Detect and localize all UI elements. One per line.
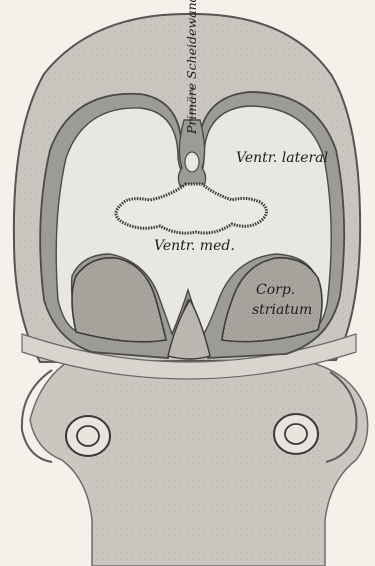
label-corpus-striatum-line1: Corp.: [256, 282, 295, 298]
label-median-ventricle: Ventr. med.: [154, 238, 235, 254]
left-vesicle: [66, 416, 110, 456]
right-vesicle: [274, 414, 318, 454]
septum-lumen: [185, 152, 199, 172]
label-lateral-ventricle: Ventr. lateral: [236, 150, 328, 166]
label-corpus-striatum-line2: striatum: [252, 302, 312, 318]
label-primary-septum: Primäre Scheidewand: [184, 0, 199, 135]
base-stipple: [92, 380, 325, 566]
